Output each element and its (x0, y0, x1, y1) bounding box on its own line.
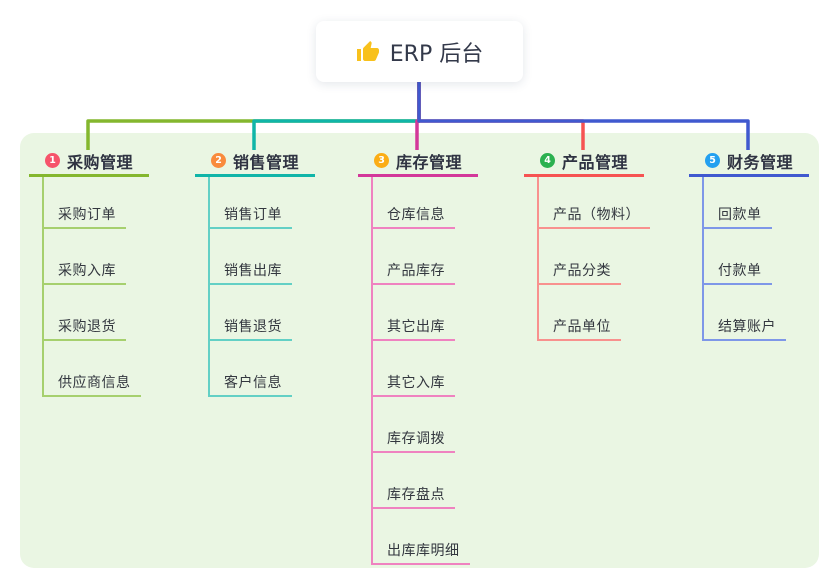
child-node[interactable]: 采购订单 (44, 204, 126, 229)
child-node[interactable]: 付款单 (704, 260, 772, 285)
child-node-row: 供应商信息 (44, 341, 149, 397)
child-node[interactable]: 结算账户 (704, 316, 786, 341)
child-node[interactable]: 供应商信息 (44, 372, 141, 397)
branch-children-list: 仓库信息产品库存其它出库其它入库库存调拨库存盘点出库库明细 (371, 177, 478, 565)
branch-title-label: 采购管理 (67, 152, 134, 172)
child-node[interactable]: 销售退货 (210, 316, 292, 341)
branch-number-badge: 1 (45, 153, 60, 168)
child-node[interactable]: 采购退货 (44, 316, 126, 341)
child-node[interactable]: 出库库明细 (373, 540, 470, 565)
child-node-row: 结算账户 (704, 285, 809, 341)
child-node[interactable]: 回款单 (704, 204, 772, 229)
child-node-row: 销售订单 (210, 177, 315, 229)
child-node[interactable]: 产品分类 (539, 260, 621, 285)
branch-title-label: 财务管理 (727, 152, 794, 172)
child-node-row: 出库库明细 (373, 509, 478, 565)
child-node[interactable]: 其它入库 (373, 372, 455, 397)
child-node-row: 库存调拨 (373, 397, 478, 453)
branch-node-3[interactable]: 3 库存管理 (358, 147, 478, 177)
branch-1: 1 采购管理采购订单采购入库采购退货供应商信息 (29, 147, 149, 397)
branch-number-badge: 2 (211, 153, 226, 168)
child-node-row: 其它出库 (373, 285, 478, 341)
child-node-row: 采购入库 (44, 229, 149, 285)
mindmap-background-panel (20, 133, 819, 568)
child-node-row: 仓库信息 (373, 177, 478, 229)
child-node[interactable]: 仓库信息 (373, 204, 455, 229)
child-node-row: 其它入库 (373, 341, 478, 397)
child-node-row: 销售退货 (210, 285, 315, 341)
branch-2: 2 销售管理销售订单销售出库销售退货客户信息 (195, 147, 315, 397)
child-node-row: 采购订单 (44, 177, 149, 229)
child-node-row: 产品（物料） (539, 177, 650, 229)
child-node[interactable]: 销售订单 (210, 204, 292, 229)
branch-title-label: 库存管理 (396, 152, 463, 172)
branch-children-list: 销售订单销售出库销售退货客户信息 (208, 177, 315, 397)
child-node-row: 回款单 (704, 177, 809, 229)
child-node[interactable]: 库存盘点 (373, 484, 455, 509)
child-node[interactable]: 采购入库 (44, 260, 126, 285)
child-node-row: 采购退货 (44, 285, 149, 341)
branch-title-label: 产品管理 (562, 152, 629, 172)
branch-3: 3 库存管理仓库信息产品库存其它出库其它入库库存调拨库存盘点出库库明细 (358, 147, 478, 565)
branch-number-badge: 5 (705, 153, 720, 168)
child-node-row: 销售出库 (210, 229, 315, 285)
branch-node-1[interactable]: 1 采购管理 (29, 147, 149, 177)
branch-children-list: 产品（物料） 产品分类产品单位 (537, 177, 650, 341)
child-node[interactable]: 产品（物料） (539, 204, 650, 229)
root-node-title: ERP 后台 (389, 41, 484, 67)
child-node-row: 付款单 (704, 229, 809, 285)
branch-number-badge: 3 (374, 153, 389, 168)
child-node[interactable]: 产品单位 (539, 316, 621, 341)
child-node-row: 产品单位 (539, 285, 644, 341)
child-node[interactable]: 其它出库 (373, 316, 455, 341)
child-node-row: 产品分类 (539, 229, 644, 285)
child-node[interactable]: 客户信息 (210, 372, 292, 397)
thumbs-up-icon (356, 40, 379, 61)
child-node[interactable]: 库存调拨 (373, 428, 455, 453)
child-node-row: 库存盘点 (373, 453, 478, 509)
branch-node-5[interactable]: 5 财务管理 (689, 147, 809, 177)
branch-5: 5 财务管理回款单付款单结算账户 (689, 147, 809, 341)
branch-children-list: 回款单付款单结算账户 (702, 177, 809, 341)
child-node[interactable]: 销售出库 (210, 260, 292, 285)
branch-title-label: 销售管理 (233, 152, 300, 172)
child-node[interactable]: 产品库存 (373, 260, 455, 285)
branch-number-badge: 4 (540, 153, 555, 168)
root-node-erp-backend[interactable]: ERP 后台 (316, 21, 523, 82)
child-node-row: 客户信息 (210, 341, 315, 397)
branch-4: 4 产品管理产品（物料） 产品分类产品单位 (524, 147, 650, 341)
child-node-row: 产品库存 (373, 229, 478, 285)
branch-node-2[interactable]: 2 销售管理 (195, 147, 315, 177)
branch-children-list: 采购订单采购入库采购退货供应商信息 (42, 177, 149, 397)
branch-node-4[interactable]: 4 产品管理 (524, 147, 644, 177)
